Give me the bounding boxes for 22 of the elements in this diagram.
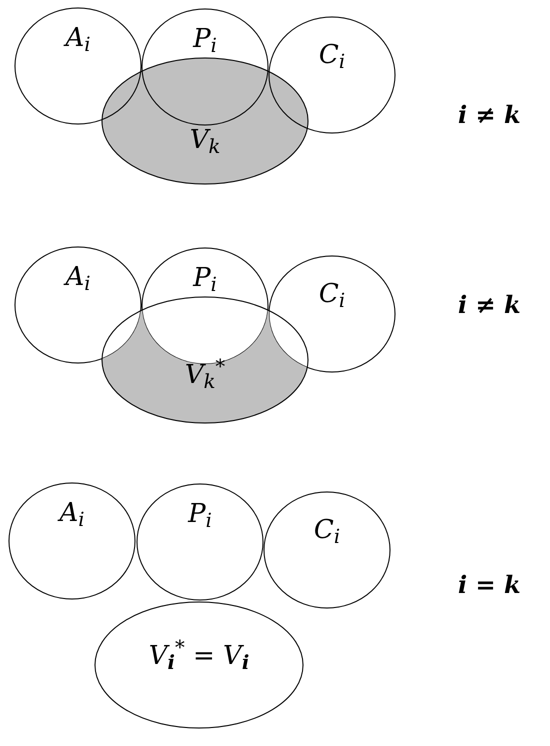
ellipse-shape bbox=[8, 482, 136, 600]
math-label: C$_{i}$ bbox=[318, 281, 346, 307]
math-label: A$_{i}$ bbox=[65, 264, 91, 290]
condition-label: i ≠ k bbox=[458, 103, 521, 127]
math-label: P$_{i}$ bbox=[193, 265, 217, 291]
math-label: A$_{i}$ bbox=[59, 500, 85, 526]
math-label: P$_{i}$ bbox=[188, 501, 212, 527]
ellipse-shape bbox=[94, 601, 304, 729]
ellipse-shape bbox=[263, 491, 391, 609]
ellipse-shape bbox=[141, 8, 269, 126]
condition-label: i ≠ k bbox=[458, 293, 521, 317]
math-label: C$_{i}$ bbox=[314, 517, 340, 543]
ellipse-shape bbox=[14, 7, 142, 125]
math-label: V$_{k}$ bbox=[190, 127, 220, 153]
math-label: C$_{i}$ bbox=[318, 42, 346, 68]
math-label: P$_{i}$ bbox=[193, 26, 217, 52]
condition-label: i = k bbox=[458, 573, 521, 597]
math-label: A$_{i}$ bbox=[65, 25, 91, 51]
ellipse-shape bbox=[101, 57, 309, 185]
ellipse-shape bbox=[268, 16, 396, 134]
ellipse-shape bbox=[101, 296, 309, 424]
ellipse-shape bbox=[136, 483, 264, 601]
